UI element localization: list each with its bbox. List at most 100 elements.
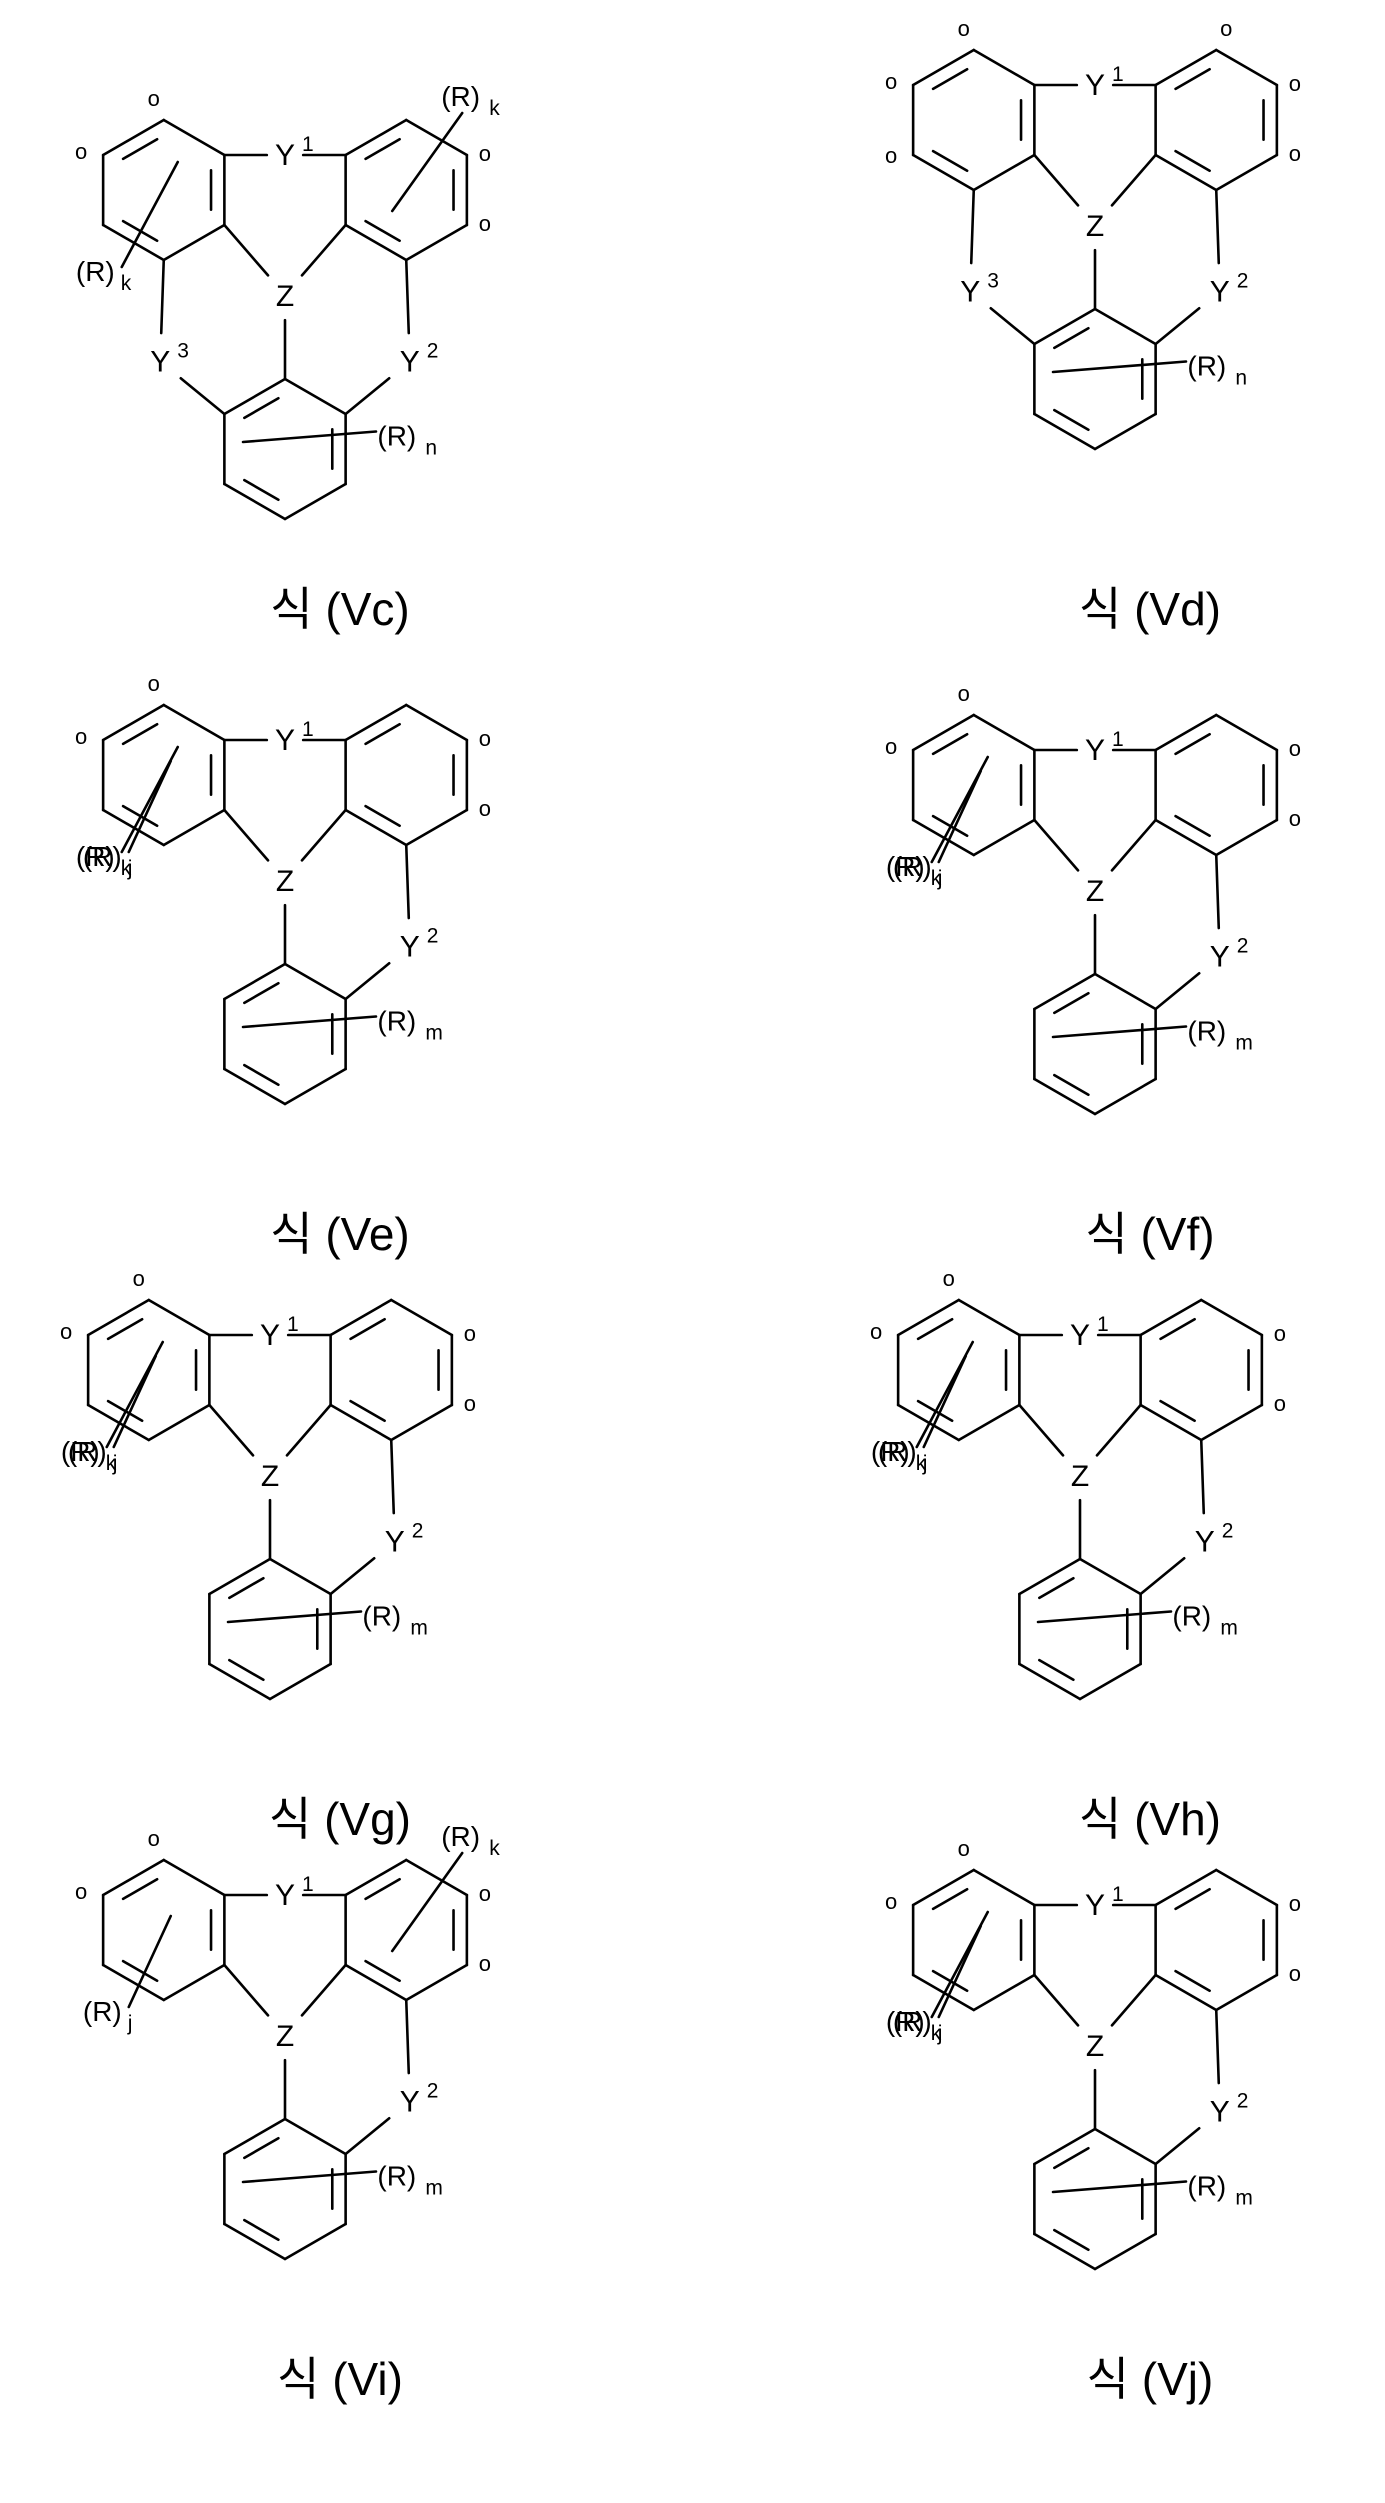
inner-bond bbox=[1054, 410, 1088, 430]
bond bbox=[898, 1300, 959, 1335]
atom-y1: Y bbox=[275, 139, 295, 172]
substituent-1-index: k bbox=[121, 857, 132, 880]
open-position-mark: o bbox=[148, 671, 160, 696]
atom-y2: Y bbox=[1210, 941, 1230, 974]
substituent-0-index: k bbox=[489, 97, 500, 120]
bond bbox=[991, 308, 1035, 344]
bond bbox=[1112, 820, 1156, 870]
bond bbox=[164, 1860, 225, 1895]
bond bbox=[391, 1300, 452, 1335]
bond bbox=[164, 1965, 225, 2000]
bond bbox=[224, 1069, 285, 1104]
bond bbox=[1156, 973, 1200, 1009]
atom-z: Z bbox=[1071, 1460, 1089, 1493]
open-position-mark: o bbox=[958, 16, 970, 41]
inner-bond bbox=[229, 1578, 263, 1598]
inner-bond bbox=[123, 1879, 157, 1899]
bond bbox=[164, 705, 225, 740]
bond bbox=[88, 1300, 149, 1335]
bond bbox=[209, 1559, 270, 1594]
substituent-1-label: (R) bbox=[76, 256, 115, 287]
inner-bond bbox=[1054, 2148, 1088, 2168]
bond bbox=[331, 1405, 392, 1440]
inner-bond bbox=[366, 221, 400, 241]
bond bbox=[406, 2000, 409, 2073]
substituent-bond bbox=[243, 432, 376, 443]
structure-vi: Y1ZY2(R)m(R)k(R)joooo식 (Vi) bbox=[75, 1821, 500, 2405]
open-position-mark: o bbox=[479, 726, 491, 751]
substituent-lower-label: (R) bbox=[1172, 1601, 1211, 1632]
bond bbox=[1156, 820, 1217, 855]
substituent-lower-index: m bbox=[1235, 2187, 1253, 2210]
structure-vh: Y1ZY2(R)m(R)j(R)koooo식 (Vh) bbox=[870, 1266, 1286, 1845]
substituent-1-index: k bbox=[916, 1452, 927, 1475]
substituent-1-label: (R) bbox=[76, 841, 115, 872]
bond bbox=[391, 1405, 452, 1440]
substituent-1-index: j bbox=[127, 2012, 133, 2035]
atom-z: Z bbox=[1086, 2030, 1104, 2063]
substituent-1-index: k bbox=[121, 272, 132, 295]
bond bbox=[1095, 2234, 1156, 2269]
bond bbox=[1112, 155, 1156, 205]
bond bbox=[1216, 715, 1277, 750]
open-position-mark: o bbox=[1274, 1391, 1286, 1416]
open-position-mark: o bbox=[148, 1826, 160, 1851]
substituent-lower-index: m bbox=[1220, 1617, 1238, 1640]
inner-bond bbox=[1176, 1971, 1210, 1991]
bond bbox=[971, 190, 974, 263]
substituent-bond bbox=[228, 1612, 361, 1623]
bond bbox=[224, 2224, 285, 2259]
bond bbox=[1216, 1975, 1277, 2010]
bond bbox=[164, 120, 225, 155]
inner-bond bbox=[1039, 1578, 1073, 1598]
inner-bond bbox=[933, 1889, 967, 1909]
inner-bond bbox=[244, 983, 278, 1003]
bond bbox=[959, 1405, 1020, 1440]
atom-y2: Y bbox=[1195, 1526, 1215, 1559]
atom-y1: Y bbox=[1085, 1889, 1105, 1922]
substituent-0-index: k bbox=[489, 1837, 500, 1860]
bond bbox=[1097, 1405, 1141, 1455]
open-position-mark: o bbox=[958, 1836, 970, 1861]
atom-y1: Y bbox=[275, 724, 295, 757]
open-position-mark: o bbox=[133, 1266, 145, 1291]
atom-z: Z bbox=[261, 1460, 279, 1493]
bond bbox=[406, 705, 467, 740]
bond bbox=[1156, 1870, 1217, 1905]
bond bbox=[1216, 155, 1277, 190]
structure-caption: 식 (Vh) bbox=[1079, 1793, 1221, 1845]
atom-y2: Y bbox=[1210, 2096, 1230, 2129]
bond bbox=[1034, 974, 1095, 1009]
bond bbox=[346, 963, 390, 999]
structure-caption: 식 (Vf) bbox=[1085, 1208, 1214, 1260]
bond bbox=[1156, 1975, 1217, 2010]
bond bbox=[1095, 974, 1156, 1009]
bond bbox=[1156, 155, 1217, 190]
atom-z: Z bbox=[276, 865, 294, 898]
substituent-lower-index: m bbox=[1235, 1032, 1253, 1055]
atom-y1: Y bbox=[260, 1319, 280, 1352]
substituent-lower-label: (R) bbox=[362, 1601, 401, 1632]
bond bbox=[287, 1405, 331, 1455]
substituent-1-label: (R) bbox=[83, 1996, 122, 2027]
atom-y2-superscript: 2 bbox=[1237, 2090, 1249, 2113]
bond bbox=[224, 2119, 285, 2154]
bond bbox=[302, 810, 346, 860]
bond bbox=[181, 378, 225, 414]
bond bbox=[391, 1440, 394, 1513]
bond bbox=[1095, 1079, 1156, 1114]
inner-bond bbox=[1039, 1660, 1073, 1680]
inner-bond bbox=[366, 1879, 400, 1899]
atom-y1: Y bbox=[1085, 69, 1105, 102]
bond bbox=[1034, 414, 1095, 449]
open-position-mark: o bbox=[943, 1266, 955, 1291]
substituent-lower-index: n bbox=[425, 437, 437, 460]
bond bbox=[1112, 1975, 1156, 2025]
bond bbox=[164, 225, 225, 260]
inner-bond bbox=[366, 139, 400, 159]
atom-y1-superscript: 1 bbox=[1112, 63, 1124, 86]
atom-y1: Y bbox=[1085, 734, 1105, 767]
bond bbox=[346, 705, 407, 740]
bond bbox=[1034, 1975, 1078, 2025]
open-position-mark: o bbox=[1220, 16, 1232, 41]
